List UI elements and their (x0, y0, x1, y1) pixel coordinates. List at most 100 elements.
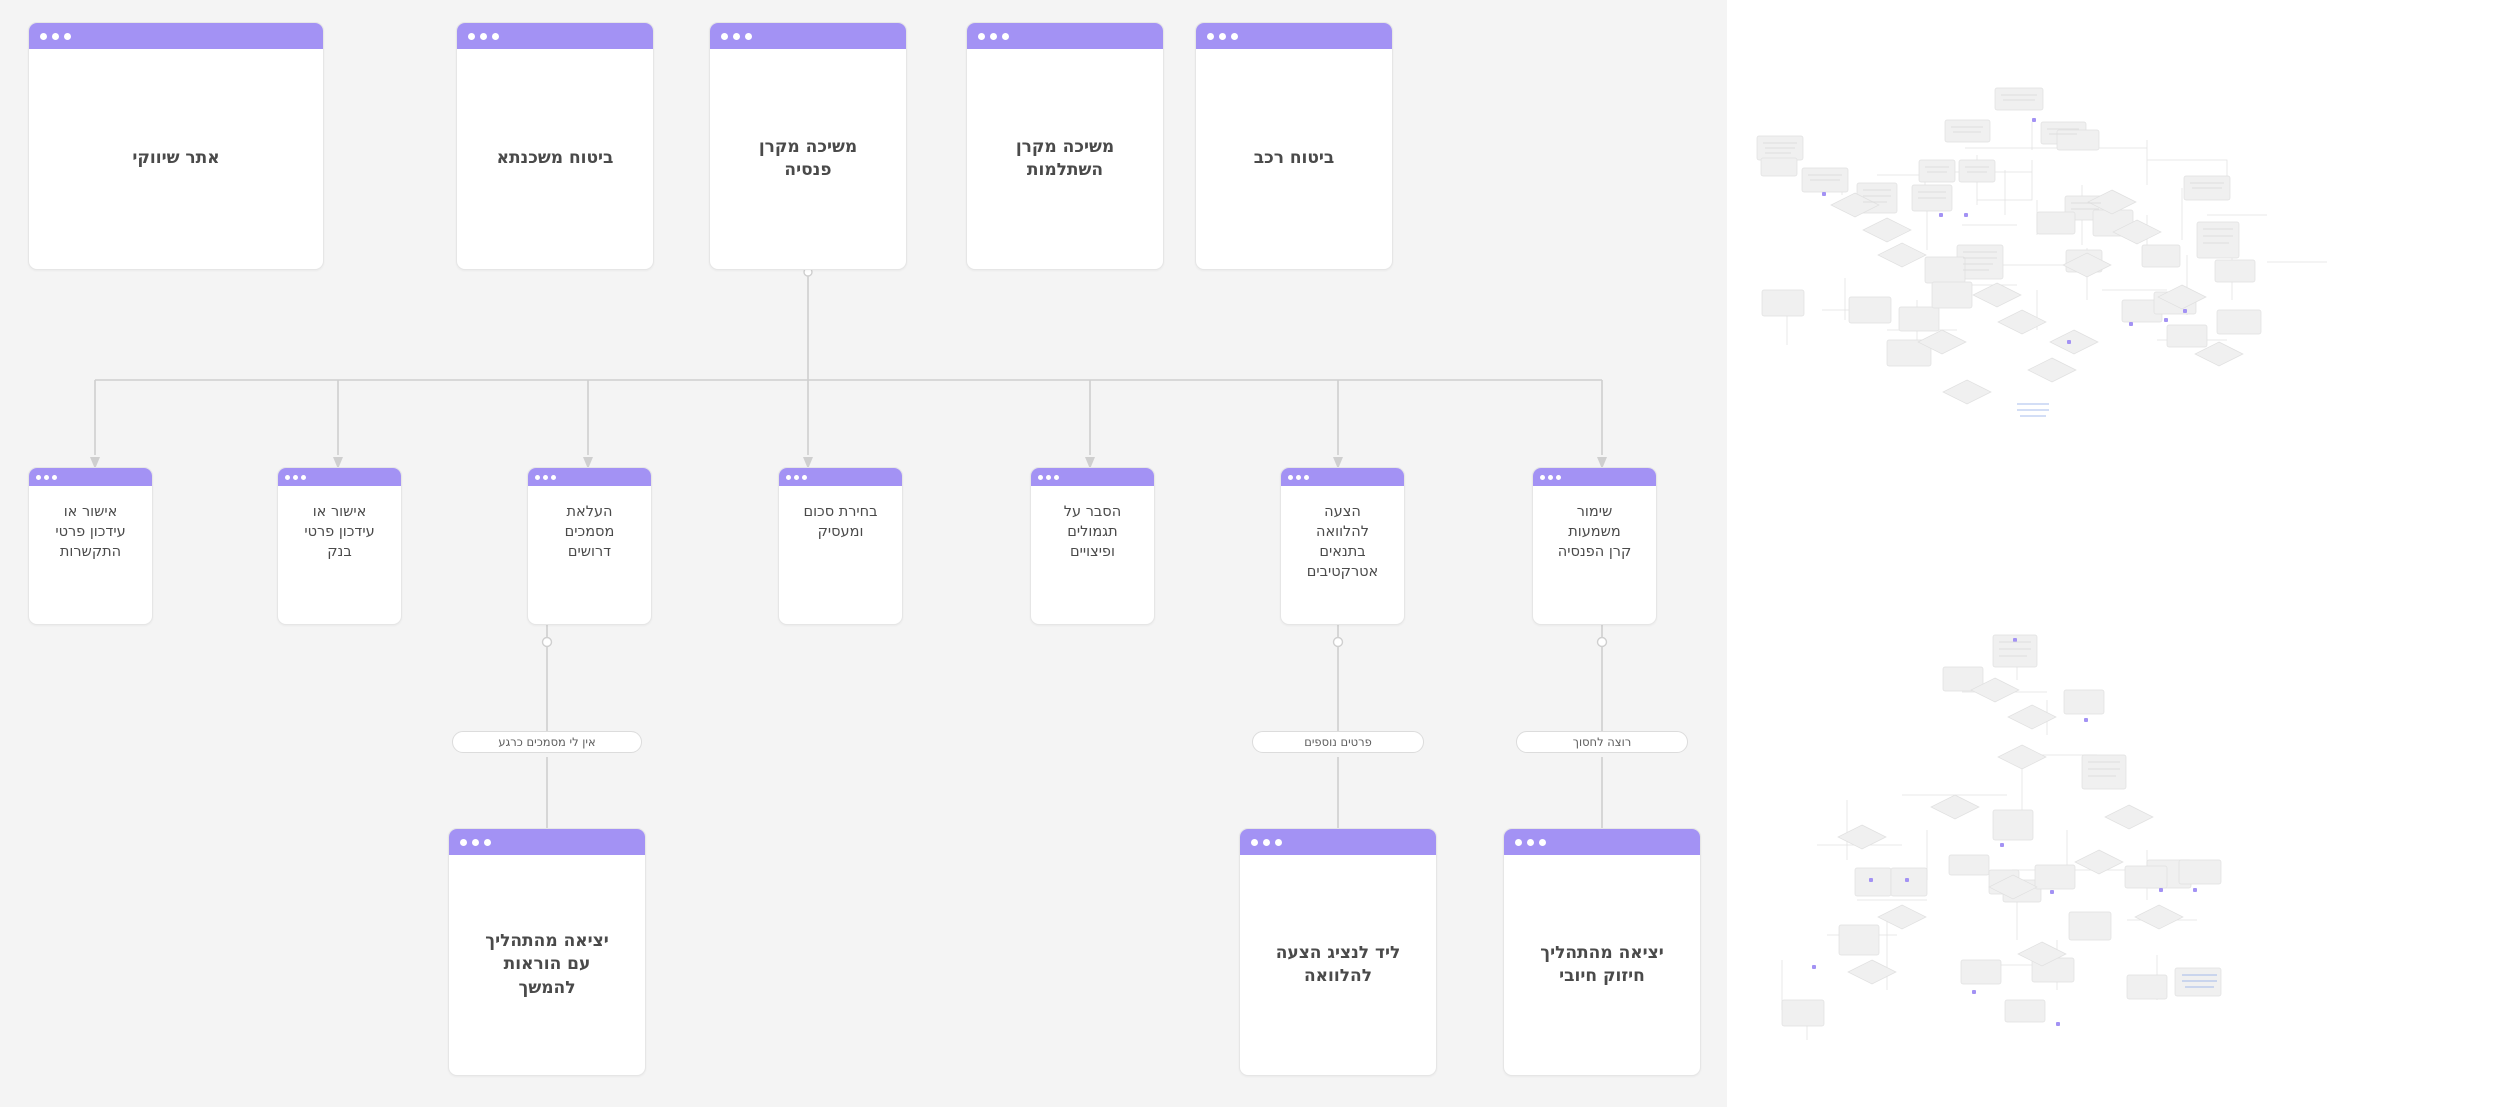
node-label: יציאה מהתהליך עם הוראות להמשך (485, 930, 609, 998)
node-label: שימור משמעות קרן הפנסיה (1557, 504, 1632, 560)
window-dot-icon (1207, 32, 1214, 40)
window-dot-icon (460, 838, 467, 846)
node-body: בחירת סכום ומעסיק (779, 486, 902, 624)
node-titlebar (1533, 468, 1656, 486)
window-dot-icon (484, 838, 491, 846)
window-dot-icon (1296, 474, 1301, 480)
window-dot-icon (1231, 32, 1238, 40)
window-dot-icon (1288, 474, 1293, 480)
node-titlebar (1240, 829, 1436, 855)
node-titlebar (457, 23, 653, 49)
node-exit-positive-reinforcement[interactable]: יציאה מהתהליך חיזוק חיובי (1503, 828, 1701, 1076)
node-body: משיכה מקרן השתלמות (967, 49, 1163, 269)
window-dot-icon (1002, 32, 1009, 40)
edge-label-more-details[interactable]: פרטים נוספים (1252, 731, 1424, 753)
node-titlebar (29, 23, 323, 49)
window-dot-icon (1515, 838, 1522, 846)
node-amount-and-employer[interactable]: בחירת סכום ומעסיק (778, 467, 903, 625)
node-body: יציאה מהתהליך עם הוראות להמשך (449, 855, 645, 1075)
node-label: ביטוח רכב (1253, 148, 1335, 169)
node-exit-with-instructions[interactable]: יציאה מהתהליך עם הוראות להמשך (448, 828, 646, 1076)
node-keep-pension-fund[interactable]: שימור משמעות קרן הפנסיה (1532, 467, 1657, 625)
node-body: אישור או עידכון פרטי בנק (278, 486, 401, 624)
node-body: הסבר על תגמולים ופיצויים (1031, 486, 1154, 624)
window-dot-icon (802, 474, 807, 480)
node-mortgage-insurance[interactable]: ביטוח משכנתא (456, 22, 654, 270)
window-dot-icon (285, 474, 290, 480)
node-body: משיכה מקרן פנסיה (710, 49, 906, 269)
window-dot-icon (1054, 474, 1059, 480)
window-dot-icon (721, 32, 728, 40)
edge-label-no-docs[interactable]: אין לי מסמכים כרגע (452, 731, 642, 753)
window-dot-icon (44, 474, 49, 480)
window-dot-icon (1251, 838, 1258, 846)
window-dot-icon (301, 474, 306, 480)
node-titlebar (449, 829, 645, 855)
node-label: יציאה מהתהליך חיזוק חיובי (1540, 942, 1664, 986)
node-education-fund-withdrawal[interactable]: משיכה מקרן השתלמות (966, 22, 1164, 270)
node-titlebar (1504, 829, 1700, 855)
node-label: העלאת מסמכים דרושים (564, 504, 615, 560)
node-site[interactable]: אתר שיווקי (28, 22, 324, 270)
edge-label-want-to-save[interactable]: רוצה לחסוך (1516, 731, 1688, 753)
window-dot-icon (733, 32, 740, 40)
window-dot-icon (978, 32, 985, 40)
node-titlebar (967, 23, 1163, 49)
node-body: שימור משמעות קרן הפנסיה (1533, 486, 1656, 624)
node-label: הסבר על תגמולים ופיצויים (1063, 504, 1122, 560)
node-loan-offer[interactable]: הצעה להלוואה בתנאים אטרקטיבים (1280, 467, 1405, 625)
node-titlebar (528, 468, 651, 486)
node-titlebar (1281, 468, 1404, 486)
window-dot-icon (1540, 474, 1545, 480)
node-titlebar (278, 468, 401, 486)
node-label: ביטוח משכנתא (496, 148, 614, 169)
flow-canvas[interactable]: אתר שיווקי ביטוח משכנתא משיכה מקרן פנסיה (0, 0, 1727, 1107)
window-dot-icon (1304, 474, 1309, 480)
window-dot-icon (1539, 838, 1546, 846)
window-dot-icon (64, 32, 71, 40)
node-body: העלאת מסמכים דרושים (528, 486, 651, 624)
node-body: הצעה להלוואה בתנאים אטרקטיבים (1281, 486, 1404, 624)
node-label: הצעה להלוואה בתנאים אטרקטיבים (1306, 504, 1379, 580)
window-dot-icon (1263, 838, 1270, 846)
node-bank-details[interactable]: אישור או עידכון פרטי בנק (277, 467, 402, 625)
window-dot-icon (1556, 474, 1561, 480)
window-dot-icon (990, 32, 997, 40)
window-dot-icon (52, 474, 57, 480)
window-dot-icon (480, 32, 487, 40)
node-label: משיכה מקרן השתלמות (1015, 136, 1115, 180)
window-dot-icon (745, 32, 752, 40)
window-dot-icon (543, 474, 548, 480)
node-titlebar (710, 23, 906, 49)
flow-overview-minimap[interactable] (1727, 0, 2500, 1107)
node-label: אישור או עידכון פרטי התקשרות (55, 504, 126, 560)
node-pension-withdrawal[interactable]: משיכה מקרן פנסיה (709, 22, 907, 270)
window-dot-icon (1527, 838, 1534, 846)
node-car-insurance[interactable]: ביטוח רכב (1195, 22, 1393, 270)
window-dot-icon (535, 474, 540, 480)
window-dot-icon (1046, 474, 1051, 480)
window-dot-icon (36, 474, 41, 480)
node-body: אישור או עידכון פרטי התקשרות (29, 486, 152, 624)
window-dot-icon (468, 32, 475, 40)
node-label: אתר שיווקי (132, 148, 220, 169)
window-dot-icon (1219, 32, 1226, 40)
window-dot-icon (293, 474, 298, 480)
node-label: אישור או עידכון פרטי בנק (304, 504, 375, 560)
minimap-graph (1756, 87, 2327, 1040)
node-upload-documents[interactable]: העלאת מסמכים דרושים (527, 467, 652, 625)
node-contact-details[interactable]: אישור או עידכון פרטי התקשרות (28, 467, 153, 625)
node-rewards-explanation[interactable]: הסבר על תגמולים ופיצויים (1030, 467, 1155, 625)
window-dot-icon (794, 474, 799, 480)
window-dot-icon (786, 474, 791, 480)
node-lead-loan-offer[interactable]: ליד לנציג הצעה להלוואה (1239, 828, 1437, 1076)
node-body: יציאה מהתהליך חיזוק חיובי (1504, 855, 1700, 1075)
node-body: אתר שיווקי (29, 49, 323, 269)
window-dot-icon (1548, 474, 1553, 480)
node-label: משיכה מקרן פנסיה (758, 136, 858, 180)
node-titlebar (1031, 468, 1154, 486)
node-body: ליד לנציג הצעה להלוואה (1240, 855, 1436, 1075)
window-dot-icon (551, 474, 556, 480)
node-body: ביטוח רכב (1196, 49, 1392, 269)
